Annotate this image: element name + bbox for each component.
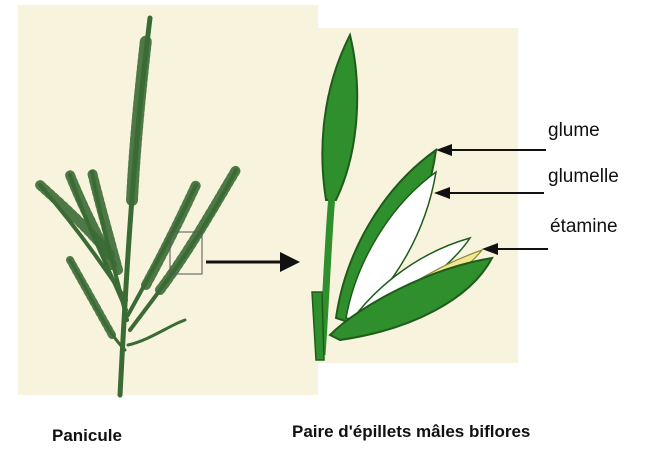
etamine-label: étamine [550,216,618,238]
glume-label: glume [548,120,600,142]
panicle-caption: Panicule [52,426,122,446]
spikelet-caption: Paire d'épillets mâles biflores [292,422,530,442]
glumelle-label: glumelle [548,166,619,188]
